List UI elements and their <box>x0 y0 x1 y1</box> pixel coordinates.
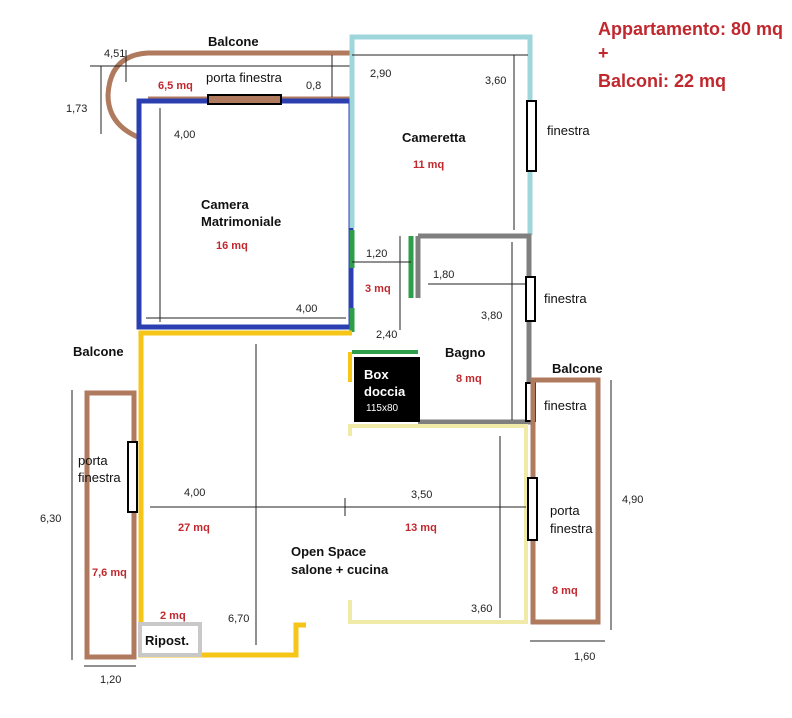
porta-finestra-left-2: finestra <box>78 470 121 485</box>
camera-area: 16 mq <box>216 240 248 252</box>
porta-finestra-top-label: porta finestra <box>206 70 283 85</box>
box-doccia-size: 115x80 <box>366 403 399 414</box>
open-space-wall-yellow <box>138 330 352 658</box>
dim-400-camera-h: 4,00 <box>296 303 317 315</box>
porta-finestra-top <box>207 94 282 105</box>
ripostiglio-area: 2 mq <box>160 610 186 622</box>
bagno-walls <box>415 233 532 425</box>
dim-451: 4,51 <box>104 48 125 60</box>
finestra-bagno <box>525 276 536 322</box>
bagno-name: Bagno <box>445 345 486 360</box>
left-balcony-area: 7,6 mq <box>92 567 127 579</box>
open-space-wall-yellow-bottom <box>200 622 306 658</box>
top-balcony-label: Balcone <box>208 34 259 49</box>
box-doccia <box>354 357 420 422</box>
open-space-area-right: 13 mq <box>405 522 437 534</box>
summary-balconies: Balconi: 22 mq <box>598 71 726 91</box>
left-balcony-label: Balcone <box>73 344 124 359</box>
dim-360-bottom: 3,60 <box>471 603 492 615</box>
porta-finestra-left <box>127 441 138 513</box>
dim-120-bal: 1,20 <box>100 674 121 686</box>
dim-180: 1,80 <box>433 269 454 281</box>
finestra-bagno-label: finestra <box>544 291 587 306</box>
finestra-balcone-label: finestra <box>544 398 587 413</box>
right-balcony-label: Balcone <box>552 361 603 376</box>
finestra-cameretta-label: finestra <box>547 123 590 138</box>
porta-finestra-right <box>527 477 538 541</box>
top-balcony-outline <box>105 50 350 141</box>
dim-630: 6,30 <box>40 513 61 525</box>
porta-finestra-left-1: porta <box>78 453 108 468</box>
dim-380: 3,80 <box>481 310 502 322</box>
dim-120-corr: 1,20 <box>366 248 387 260</box>
summary-apartment: Appartamento: 80 mq <box>598 19 783 39</box>
left-balcony-walls <box>84 390 137 660</box>
open-space-area-left: 27 mq <box>178 522 210 534</box>
dim-400-camera-v: 4,00 <box>174 129 195 141</box>
porta-finestra-right-2: finestra <box>550 521 593 536</box>
right-balcony-area: 8 mq <box>552 585 578 597</box>
cameretta-name: Cameretta <box>402 130 466 145</box>
camera-name-2: Matrimoniale <box>201 214 281 229</box>
dim-173: 1,73 <box>66 103 87 115</box>
cameretta-area: 11 mq <box>413 159 444 171</box>
dim-290: 2,90 <box>370 68 391 80</box>
top-balcony-area: 6,5 mq <box>158 80 193 92</box>
box-doccia-line1: Box <box>364 367 389 382</box>
dim-240: 2,40 <box>376 329 397 341</box>
camera-name-1: Camera <box>201 197 249 212</box>
porta-finestra-right-1: porta <box>550 503 580 518</box>
box-doccia-line2: doccia <box>364 384 406 399</box>
ripostiglio-name: Ripost. <box>145 633 189 648</box>
open-space-name-2: salone + cucina <box>291 562 389 577</box>
dim-08: 0,8 <box>306 80 321 92</box>
dim-490: 4,90 <box>622 494 643 506</box>
dim-400-open: 4,00 <box>184 487 205 499</box>
dim-350: 3,50 <box>411 489 432 501</box>
ripostiglio-walls <box>138 622 202 657</box>
dim-360-top: 3,60 <box>485 75 506 87</box>
finestra-cameretta <box>526 100 537 172</box>
corridor-area: 3 mq <box>365 283 391 295</box>
dim-670: 6,70 <box>228 613 249 625</box>
open-space-wall-light <box>348 424 528 624</box>
bagno-area: 8 mq <box>456 373 482 385</box>
open-space-name-1: Open Space <box>291 544 366 559</box>
dim-160: 1,60 <box>574 651 595 663</box>
summary-plus: + <box>598 43 609 63</box>
